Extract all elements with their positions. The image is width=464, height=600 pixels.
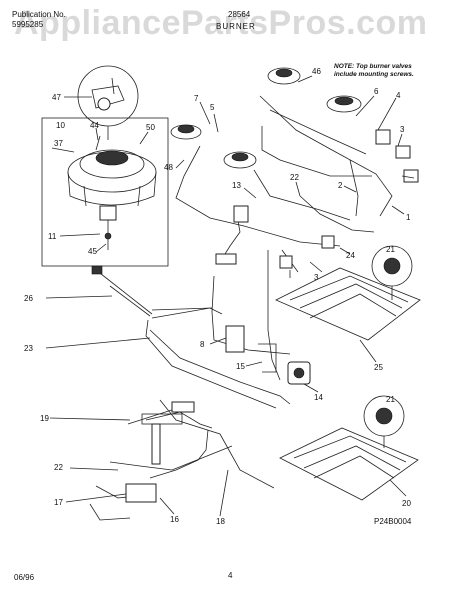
oven-valve-17 <box>125 483 157 503</box>
callout-21-bottom: 21 <box>386 395 395 404</box>
callout-7: 7 <box>194 94 199 103</box>
note-line-2: include mounting screws. <box>334 71 414 78</box>
callout-48: 48 <box>164 163 173 172</box>
callout-1: 1 <box>406 213 411 222</box>
gas-tube-22 <box>299 195 375 233</box>
callout-21-top: 21 <box>386 245 395 254</box>
valve-right-bottom <box>403 169 419 183</box>
bake-burner-tube <box>159 399 275 489</box>
callout-3-top: 3 <box>400 125 405 134</box>
top-burner-left-2 <box>223 151 257 169</box>
igniter-19 <box>127 407 179 425</box>
inset-box <box>41 117 169 267</box>
publication-label: Publication No. <box>12 10 66 19</box>
publication-number: 5995285 <box>12 20 44 29</box>
callout-17: 17 <box>54 498 63 507</box>
top-burner-left-1 <box>170 124 202 140</box>
burner-shield-20 <box>279 427 419 501</box>
valve-left <box>233 205 249 223</box>
callout-20: 20 <box>402 499 411 508</box>
callout-23: 23 <box>24 344 33 353</box>
diagram-code: P24B0004 <box>374 517 412 526</box>
callout-11: 11 <box>48 232 57 241</box>
callout-6: 6 <box>374 87 379 96</box>
igniter-26 <box>95 269 153 315</box>
top-burner-right-2 <box>326 95 362 113</box>
callout-47: 47 <box>52 93 61 102</box>
callout-24: 24 <box>346 251 355 260</box>
callout-4: 4 <box>396 91 401 100</box>
callout-5: 5 <box>210 103 215 112</box>
part-8 <box>225 325 245 353</box>
callout-2: 2 <box>338 181 343 190</box>
footer-page: 4 <box>228 571 233 580</box>
section-title: BURNER <box>216 22 256 31</box>
callout-37: 37 <box>54 139 63 148</box>
top-burner-right-1 <box>267 67 301 85</box>
callout-8: 8 <box>200 340 205 349</box>
burner-shield-25 <box>275 267 421 341</box>
magnified-detail-circle <box>77 65 139 127</box>
callout-22-bottom: 22 <box>54 463 63 472</box>
callout-14: 14 <box>314 393 323 402</box>
footer-date: 06/96 <box>14 573 35 582</box>
callout-25: 25 <box>374 363 383 372</box>
callout-50: 50 <box>146 123 155 132</box>
callout-44: 44 <box>90 121 99 130</box>
callout-46: 46 <box>312 67 321 76</box>
bake-burner-bracket <box>141 413 183 425</box>
callout-13: 13 <box>232 181 241 190</box>
callout-22-top: 22 <box>290 173 299 182</box>
callout-15: 15 <box>236 362 245 371</box>
gas-tube-left <box>175 145 341 247</box>
model-number: 28564 <box>228 10 251 19</box>
callout-16: 16 <box>170 515 179 524</box>
valve-right-top <box>375 129 391 145</box>
watermark: AppliancePartsPros.com <box>14 4 428 42</box>
callout-10: 10 <box>56 121 65 130</box>
callout-19: 19 <box>40 414 49 423</box>
callout-labels: 47 10 44 50 37 48 11 45 7 5 46 6 4 3 2 1… <box>24 67 411 526</box>
gas-tube-upper <box>259 95 393 217</box>
note-line-1: NOTE: Top burner valves <box>334 63 412 70</box>
callout-26: 26 <box>24 294 33 303</box>
callout-3-middle: 3 <box>314 273 319 282</box>
part-15 <box>258 343 277 373</box>
callout-18: 18 <box>216 517 225 526</box>
callout-45: 45 <box>88 247 97 256</box>
